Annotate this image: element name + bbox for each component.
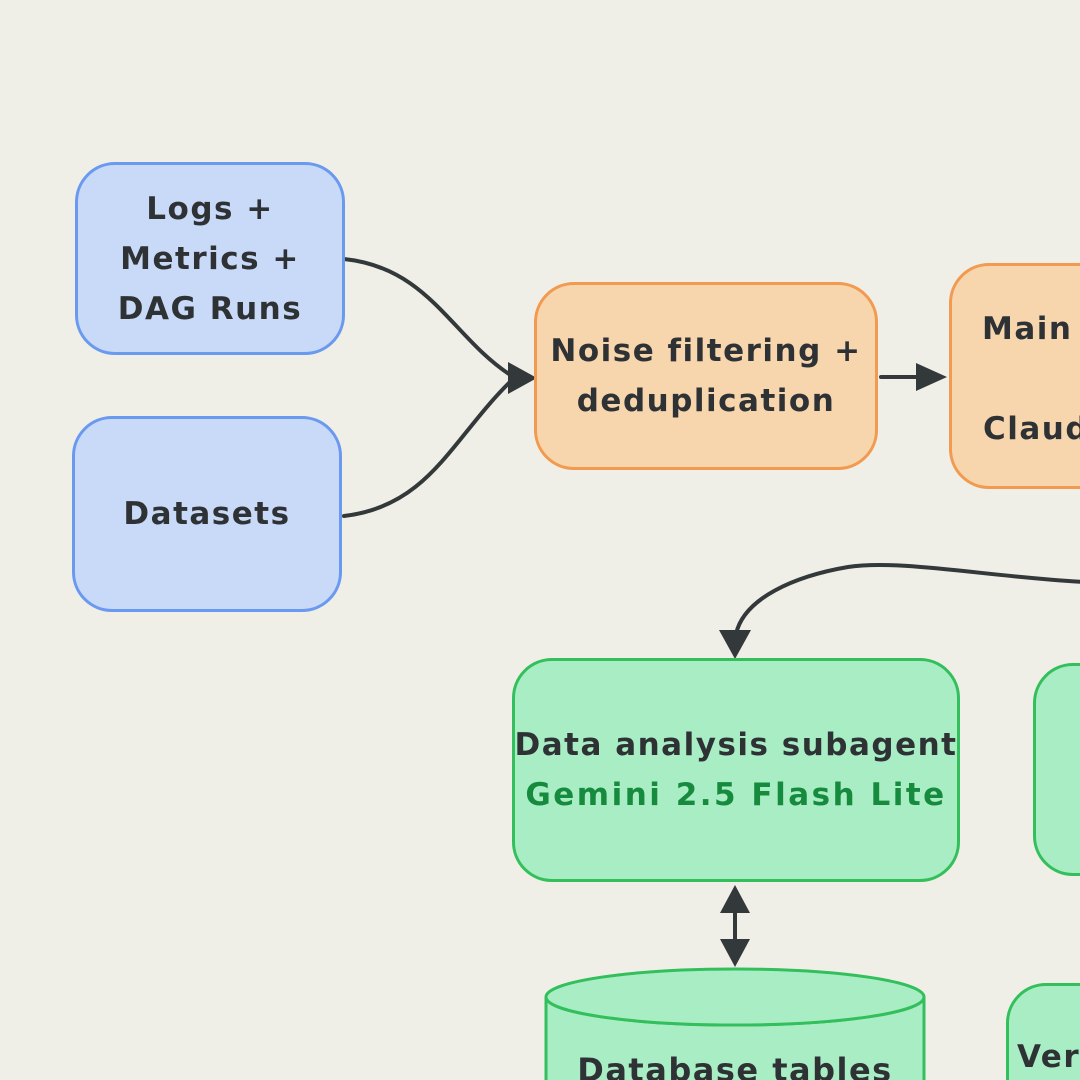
arrow-logs-to-noise: [342, 257, 514, 378]
node-logs-metrics-dag-runs: Logs + Metrics + DAG Runs: [75, 162, 345, 355]
node-label-line: Logs +: [146, 190, 274, 227]
node-vector-store-clipped: [1006, 983, 1080, 1080]
arrowhead-up-subagent: [720, 885, 750, 913]
node-main-agent: [949, 263, 1080, 489]
arrowhead-into-noise: [508, 362, 537, 394]
node-data-analysis-subagent: Data analysis subagent Gemini 2.5 Flash …: [512, 658, 960, 882]
node-datasets: Datasets: [72, 416, 342, 612]
database-cylinder: [544, 967, 926, 1080]
arrow-datasets-to-noise: [342, 378, 514, 518]
node-label-line: deduplication: [576, 383, 836, 419]
vector-store-label: Ver: [1017, 1039, 1080, 1075]
node-label: Datasets: [123, 496, 291, 532]
arrowhead-into-main: [916, 363, 947, 391]
database-tables-label: Database tables: [577, 1051, 893, 1080]
main-agent-title: Main: [982, 311, 1073, 347]
subagent-model: Gemini 2.5 Flash Lite: [525, 777, 947, 813]
main-agent-model: Claud: [983, 411, 1080, 447]
node-label-line: Metrics +: [120, 240, 300, 277]
arrow-main-to-subagent: [734, 562, 1080, 636]
subagent-title: Data analysis subagent: [514, 727, 958, 763]
arrowhead-down-database: [720, 939, 750, 967]
arrowhead-into-subagent: [719, 630, 751, 659]
node-label-line: DAG Runs: [117, 290, 303, 327]
node-label-line: Noise filtering +: [550, 333, 862, 369]
node-subagent-right-clipped: [1033, 663, 1080, 876]
node-noise-filtering: Noise filtering + deduplication: [534, 282, 878, 470]
